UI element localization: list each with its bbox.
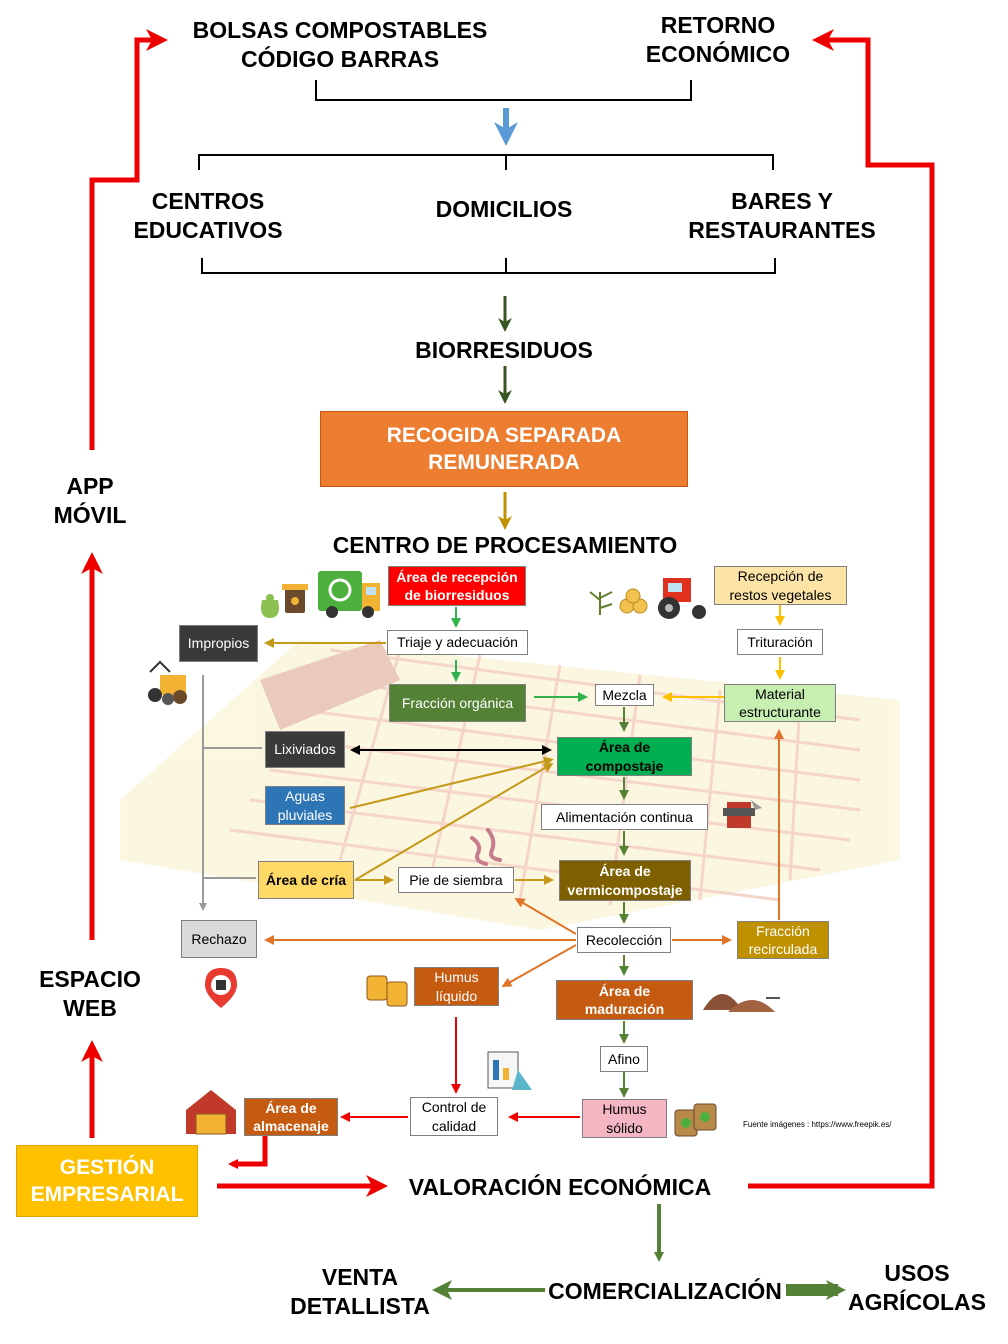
triage-box: Triaje y adecuación [387, 630, 528, 655]
jar-icon [366, 975, 408, 1007]
fertilizer-sacks-icon [674, 1103, 717, 1137]
processing-center-label: CENTRO DE PROCESAMIENTO [332, 532, 678, 558]
website-label: ESPACIO WEB [39, 966, 141, 1022]
veg-reception-box: Recepción de restos vegetales [714, 566, 847, 605]
impropios-box: Impropios [179, 625, 258, 662]
commercialization-label: COMERCIALIZACIÓN [548, 1278, 782, 1304]
harvest-box: Recolección [577, 927, 671, 953]
recirculated-fraction-box: Fracción recirculada [737, 921, 829, 959]
tractor-icon [658, 578, 706, 619]
lab-chart-icon [487, 1051, 532, 1090]
solid-humus-box: Humus sólido [582, 1099, 667, 1138]
paid-separate-collection-box: RECOGIDA SEPARADA REMUNERADA [320, 411, 688, 487]
recycle-truck-icon [318, 571, 380, 618]
maturation-area-box: Área de maduración [556, 980, 693, 1020]
breeding-area-box: Área de cría [258, 861, 354, 899]
trash-pile-icon [148, 660, 187, 705]
biowaste-label: BIORRESIDUOS [415, 337, 593, 363]
business-management-box: GESTIÓN EMPRESARIAL [16, 1145, 198, 1217]
structural-material-box: Material estructurante [724, 684, 836, 722]
mix-box: Mezcla [595, 684, 654, 706]
plant-icon [589, 591, 613, 615]
soil-pile-icon [703, 994, 780, 1012]
shredder-machine-icon [723, 800, 762, 828]
quality-control-box: Control de calidad [410, 1097, 498, 1136]
compost-bin-icon [282, 584, 308, 613]
worm-icon [470, 828, 502, 866]
hay-bale-icon [619, 588, 648, 614]
trash-location-icon [205, 968, 237, 1008]
rainwater-box: Aguas pluviales [265, 786, 345, 825]
warehouse-icon [186, 1090, 236, 1135]
homes-label: DOMICILIOS [435, 196, 573, 222]
liquid-humus-box: Humus líquido [414, 967, 499, 1006]
agricultural-uses-label: USOS AGRÍCOLAS [848, 1260, 986, 1316]
bars-restaurants-label: BARES Y RESTAURANTES [688, 188, 876, 244]
reception-area-box: Área de recepción de biorresiduos [388, 566, 526, 606]
top-bracket [198, 80, 776, 274]
leachate-box: Lixiviados [265, 731, 345, 768]
seed-stock-box: Pie de siembra [398, 867, 514, 893]
mobile-app-label: APP MÓVIL [53, 473, 127, 529]
shredding-box: Trituración [737, 629, 823, 655]
economic-return-label: RETORNO ECONÓMICO [645, 12, 791, 68]
economic-valuation-label: VALORACIÓN ECONÓMICA [408, 1174, 712, 1200]
compostable-bags-label: BOLSAS COMPOSTABLES CÓDIGO BARRAS [192, 17, 488, 73]
schools-label: CENTROS EDUCATIVOS [133, 188, 283, 244]
storage-area-box: Área de almacenaje [244, 1098, 338, 1136]
organic-fraction-box: Fracción orgánica [389, 684, 526, 722]
image-source-credit: Fuente imágenes : https://www.freepik.es… [743, 1120, 892, 1129]
vermicompost-area-box: Área de vermicompostaje [559, 860, 691, 901]
refine-box: Afino [600, 1046, 648, 1072]
compost-area-box: Área de compostaje [557, 737, 692, 776]
continuous-feeding-box: Alimentación continua [541, 804, 708, 830]
reject-box: Rechazo [181, 920, 257, 958]
money-bag-icon [261, 594, 279, 618]
retail-sale-label: VENTA DETALLISTA [290, 1264, 430, 1320]
